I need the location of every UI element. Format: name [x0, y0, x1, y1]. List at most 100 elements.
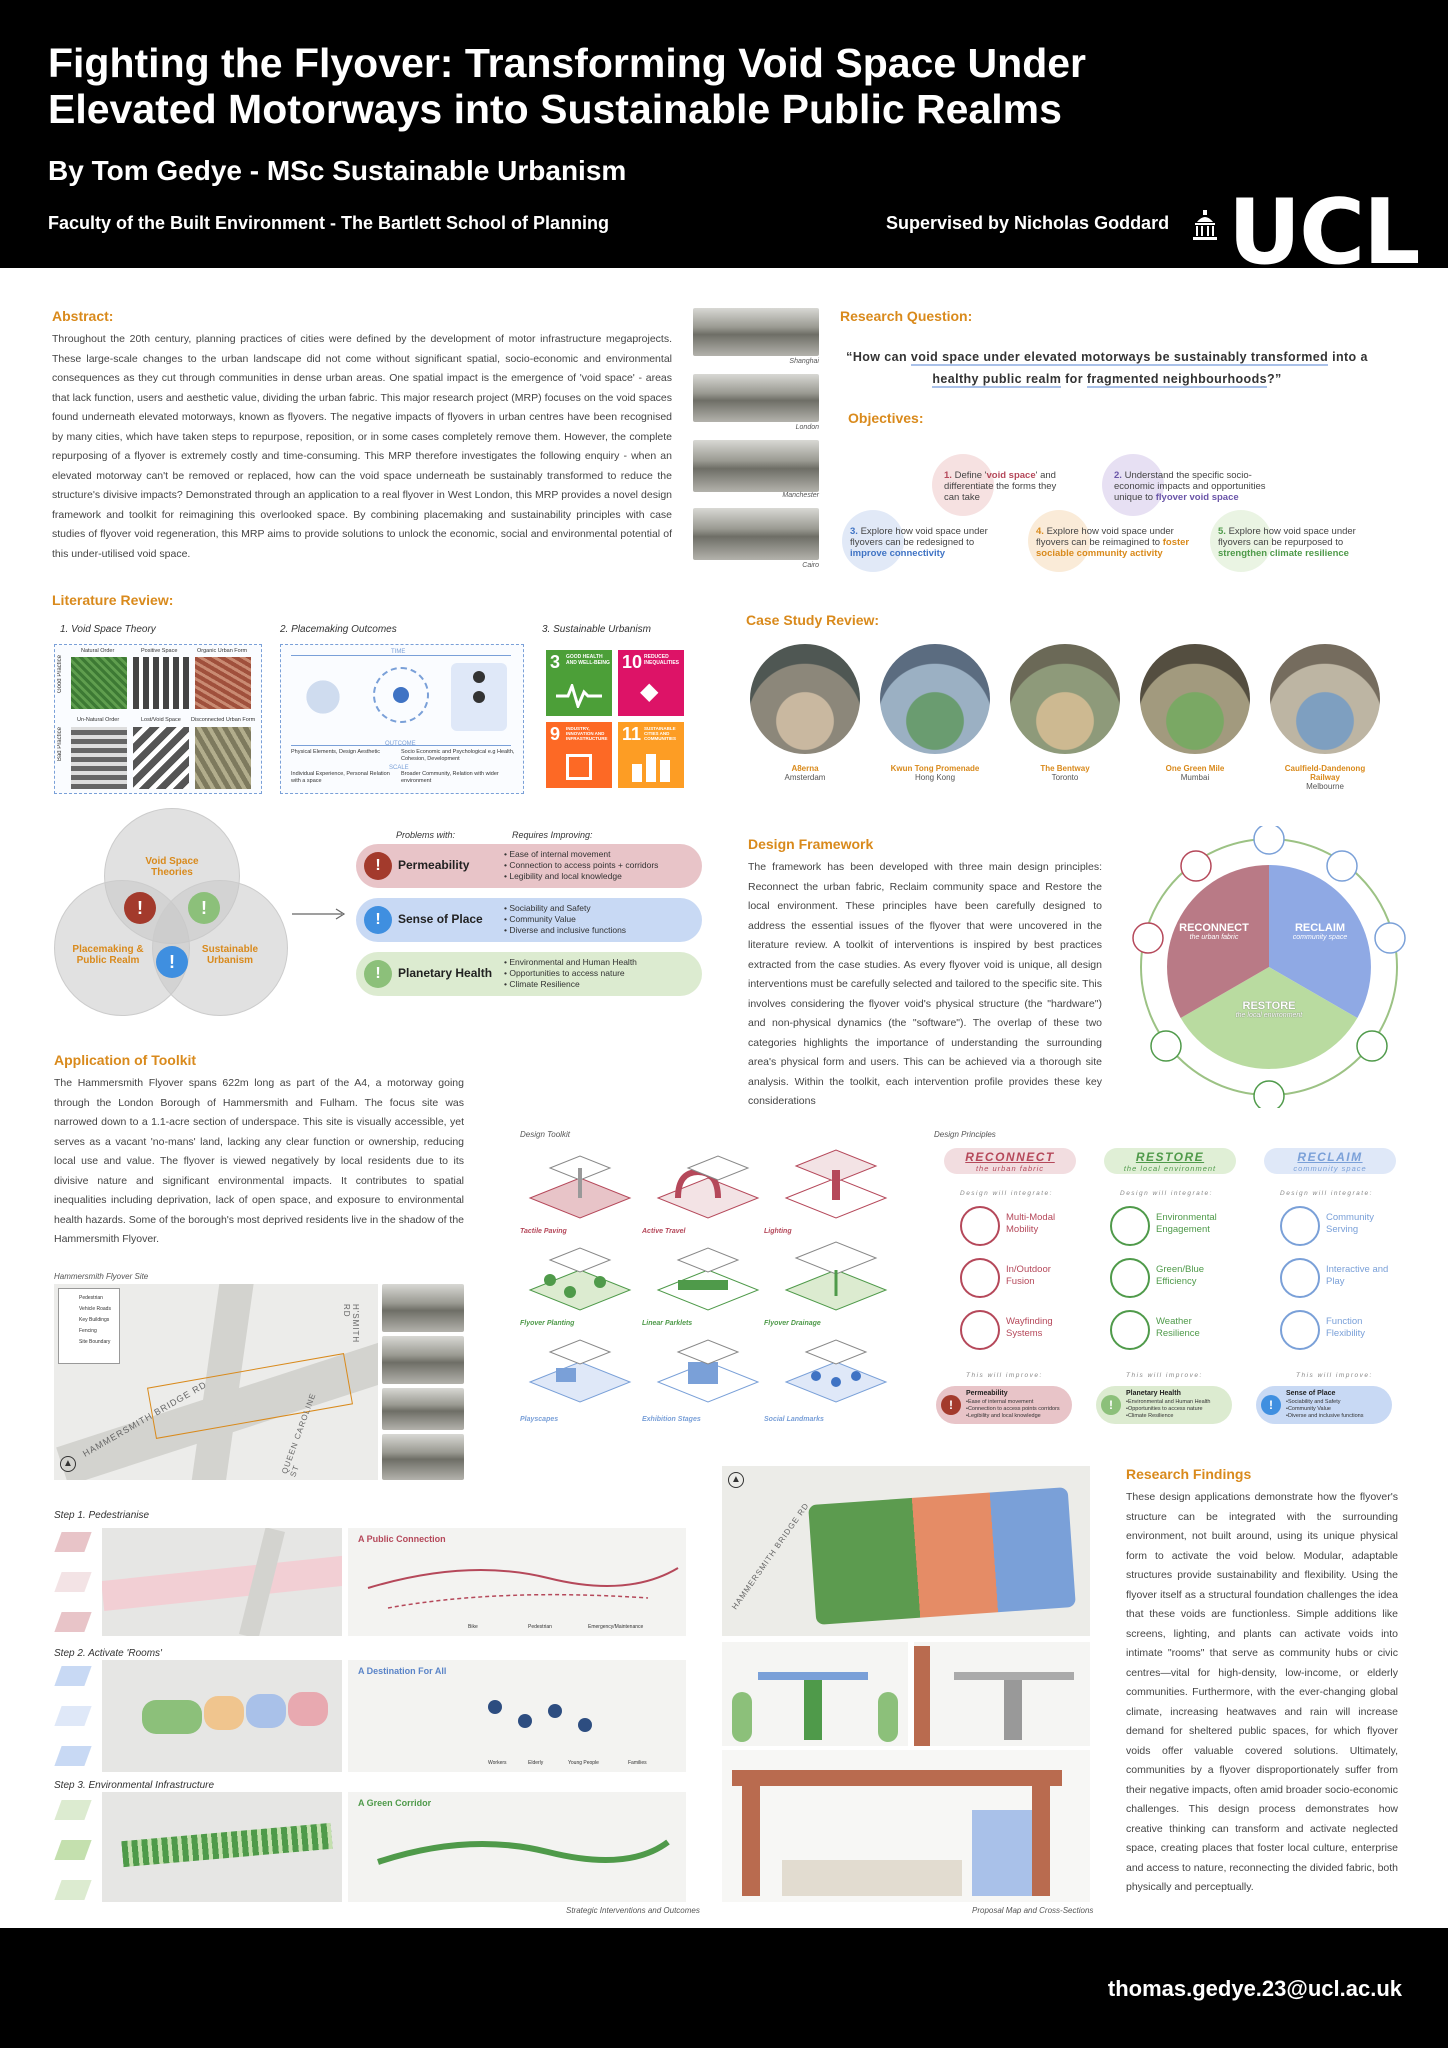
green-corridor-path	[377, 1839, 670, 1865]
title-line-1: Fighting the Flyover: Transforming Void …	[48, 40, 1087, 86]
rain-icon	[1150, 1030, 1182, 1062]
proposal-caption: Proposal Map and Cross-Sections	[972, 1906, 1094, 1915]
sense-of-place-icon: !	[364, 906, 392, 934]
objective-4: 4. Explore how void space under flyovers…	[1028, 510, 1206, 572]
linear-parklets-icon	[656, 1247, 760, 1311]
cycle-icon	[1253, 826, 1285, 855]
leaf-icon	[1356, 1030, 1388, 1062]
pillar-permeability: ! Permeability Ease of internal movement…	[356, 844, 702, 888]
step-2-outcome-map: A Destination For All Workers Elderly Yo…	[348, 1660, 686, 1772]
wheel-restore: RESTORE the local environment	[1235, 1000, 1303, 1019]
fusion-icon	[960, 1258, 1000, 1298]
toolkit-label-8: Exhibition Stages	[642, 1416, 701, 1423]
photo-caption-3: Manchester	[782, 492, 819, 499]
toolkit-label-3: Lighting	[764, 1228, 792, 1235]
improve-permeability: ! Permeability Ease of internal movement…	[936, 1386, 1072, 1424]
research-question-text: “How can void space under elevated motor…	[846, 350, 1368, 388]
weather-icon	[1110, 1310, 1150, 1350]
steps-caption: Strategic Interventions and Outcomes	[566, 1906, 700, 1915]
placemaking-diagram-1	[295, 667, 351, 727]
sdg-10-tile: 10 REDUCED INEQUALITIES ◆	[618, 650, 684, 716]
planetary-health-icon: !	[364, 960, 392, 988]
equality-icon: ◆	[640, 678, 659, 705]
venn-label-placemaking: Placemaking & Public Realm	[72, 944, 144, 966]
requires-label: Requires Improving:	[512, 830, 593, 840]
lost-space-image	[133, 727, 189, 789]
research-question-heading: Research Question:	[840, 308, 973, 324]
community-icon	[1280, 1206, 1320, 1246]
flexibility-icon	[1280, 1310, 1320, 1350]
cross-section-1	[722, 1642, 908, 1746]
application-text: The Hammersmith Flyover spans 622m long …	[54, 1077, 464, 1245]
venn-label-void: Void Space Theories	[145, 856, 199, 878]
wheel-reclaim: RECLAIM community space	[1292, 922, 1348, 941]
poster-header: Fighting the Flyover: Transforming Void …	[0, 0, 1448, 278]
toolkit-label-7: Playscapes	[520, 1416, 559, 1423]
mobility-icon	[960, 1206, 1000, 1246]
toolkit-label-9: Social Landmarks	[764, 1416, 824, 1423]
flyover-photo-1	[693, 308, 819, 356]
faculty-text: Faculty of the Built Environment - The B…	[48, 213, 610, 233]
problems-with-label: Problems with:	[396, 830, 456, 840]
walker-icon	[1180, 850, 1212, 882]
application-heading: Application of Toolkit	[54, 1052, 197, 1068]
site-map: HAMMERSMITH BRIDGE RD H'SMITH RD QUEEN C…	[54, 1284, 378, 1480]
toolkit-label-2: Active Travel	[642, 1228, 686, 1235]
poster-title: Fighting the Flyover: Transforming Void …	[48, 40, 1168, 132]
toolkit-label-6: Flyover Drainage	[764, 1320, 821, 1327]
ucl-wordmark: UCL	[1228, 180, 1420, 285]
tactile-paving-icon	[528, 1155, 632, 1219]
sdg-11-tile: 11 SUSTAINABLE CITIES AND COMMUNITIES	[618, 722, 684, 788]
place-alert-icon: !	[156, 946, 188, 978]
sdg-3-tile: 3 GOOD HEALTH AND WELL-BEING	[546, 650, 612, 716]
playscapes-icon	[528, 1339, 632, 1403]
site-photo-4	[382, 1434, 464, 1480]
flyover-photo-4	[693, 508, 819, 560]
signpost-icon	[1132, 922, 1164, 954]
plant-icon	[1253, 1080, 1285, 1108]
void-space-theory-panel: Good Practice Bad Practice Natural Order…	[54, 644, 262, 794]
flyover-planting-icon	[528, 1247, 632, 1311]
lit-sub-1: 1. Void Space Theory	[60, 624, 156, 635]
venn-label-sustainable: Sustainable Urbanism	[201, 944, 259, 966]
social-landmarks-icon	[784, 1339, 888, 1403]
city-icon	[632, 754, 670, 782]
principles-caption: Design Principles	[934, 1130, 996, 1139]
toolkit-label-1: Tactile Paving	[520, 1228, 567, 1235]
objective-3: 3. Explore how void space under flyovers…	[842, 510, 1010, 572]
planetary-alert-icon: !	[188, 892, 220, 924]
photo-caption-1: Shanghai	[789, 358, 819, 365]
contact-email[interactable]: thomas.gedye.23@ucl.ac.uk	[1107, 1976, 1402, 2001]
findings-text: These design applications demonstrate ho…	[1126, 1491, 1399, 1893]
lighting-icon	[784, 1149, 888, 1219]
step-1-outcome-map: A Public Connection Bike Pedestrian Emer…	[348, 1528, 686, 1636]
step-3-outcome-map: A Green Corridor	[348, 1792, 686, 1902]
north-arrow-icon: ▲	[728, 1472, 744, 1488]
positive-space-image	[133, 657, 189, 709]
natural-order-image	[71, 657, 127, 709]
abstract-text: Throughout the 20th century, planning pr…	[52, 333, 672, 560]
photo-caption-2: London	[795, 424, 819, 431]
cross-section-2	[914, 1642, 1090, 1746]
step-1-label: Step 1. Pedestrianise	[54, 1510, 150, 1521]
step-1-plan	[102, 1528, 342, 1636]
lit-sub-2: 2. Placemaking Outcomes	[280, 624, 397, 635]
objective-1: 1. Define 'void space' and differentiate…	[932, 454, 1074, 516]
objective-5: 5. Explore how void space under flyovers…	[1210, 510, 1378, 572]
design-framework-heading: Design Framework	[748, 836, 874, 852]
engagement-icon	[1110, 1206, 1150, 1246]
efficiency-icon	[1110, 1258, 1150, 1298]
unnatural-order-image	[71, 727, 127, 789]
lit-sub-3: 3. Sustainable Urbanism	[542, 624, 651, 635]
step-2-plan	[102, 1660, 342, 1772]
findings-heading: Research Findings	[1126, 1466, 1252, 1482]
step-2-label: Step 2. Activate 'Rooms'	[54, 1648, 162, 1659]
active-travel-icon	[656, 1155, 760, 1219]
play-icon	[1280, 1258, 1320, 1298]
design-framework-wheel	[1132, 826, 1406, 1108]
step-3-label: Step 3. Environmental Infrastructure	[54, 1780, 215, 1791]
